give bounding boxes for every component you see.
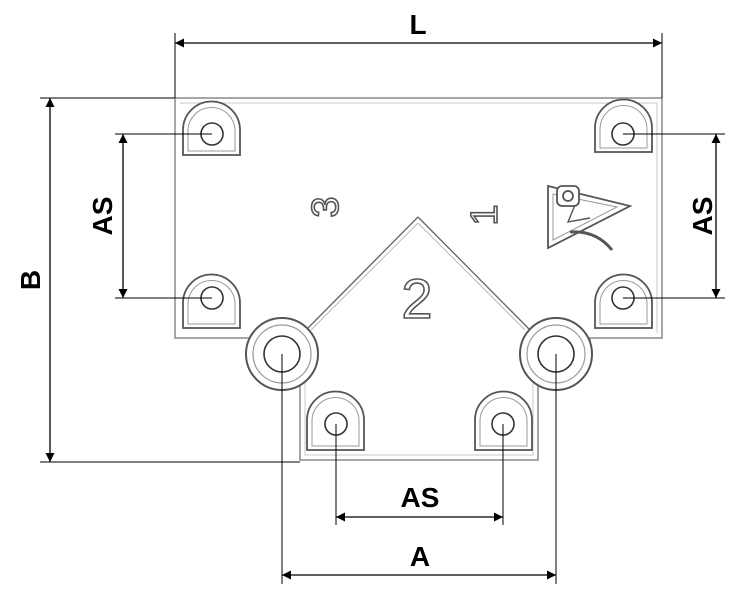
mounting-slot-bottom-center-left [306, 390, 365, 451]
valve-symbol-icon [547, 184, 633, 251]
dimension-L: L [174, 9, 663, 98]
dimension-AS-right: AS [623, 133, 725, 299]
port-2-boss [305, 216, 531, 331]
mounting-slot-top-right [594, 98, 653, 153]
dimension-AS-right-label: AS [687, 197, 718, 236]
dimension-B: B [15, 97, 300, 463]
port-2-engraving: 2 [401, 267, 432, 330]
dimension-AS-bottom: AS [335, 424, 504, 525]
dimension-A-label: A [410, 541, 430, 572]
port-1-engraving: 1 [464, 204, 506, 225]
mounting-slot-bottom-left [182, 273, 241, 329]
dimension-L-label: L [409, 9, 426, 40]
mounting-slot-bottom-right [594, 273, 653, 329]
dimension-B-label: B [15, 270, 46, 290]
dimension-AS-left-label: AS [87, 197, 118, 236]
port-3-engraving: 3 [305, 196, 347, 217]
dimension-AS-left: AS [87, 133, 212, 299]
dimension-AS-bottom-label: AS [401, 482, 440, 513]
dimension-A: A [281, 354, 557, 584]
mounting-slot-top-left [182, 100, 241, 156]
